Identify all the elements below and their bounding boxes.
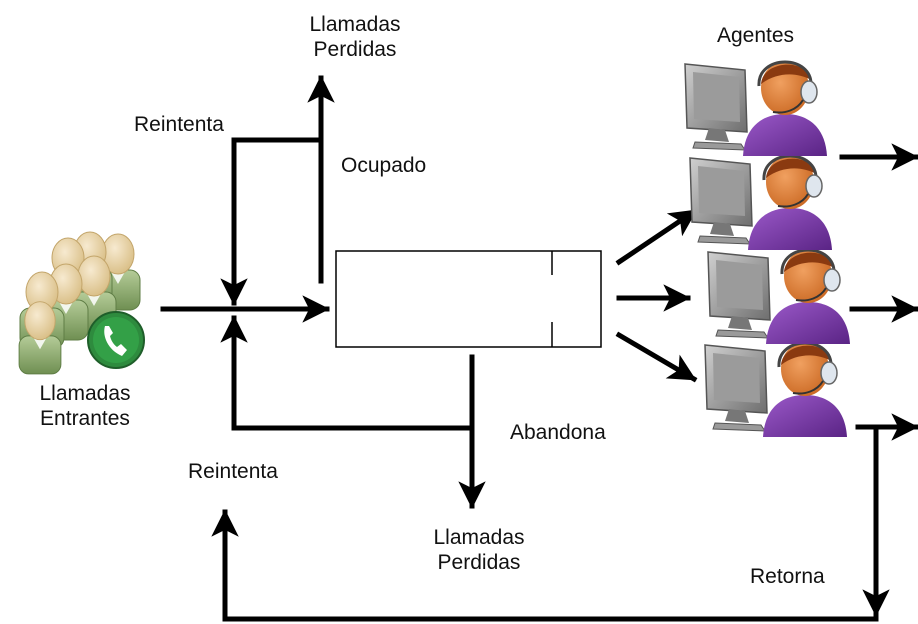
agent-3-icon	[706, 247, 852, 346]
abandon-label: Abandona	[510, 421, 606, 444]
lost-calls-top-line-2: Perdidas	[313, 38, 397, 61]
queue-to-agent-3-arrow	[615, 331, 698, 383]
lost-calls-bottom-line-2: Perdidas	[437, 551, 521, 574]
retry-top-label: Reintenta	[134, 113, 224, 136]
queue-to-agent-1-arrow	[615, 207, 699, 266]
agents-group-icon	[683, 59, 852, 439]
phone-icon	[87, 311, 145, 369]
incoming-calls-line-2: Entrantes	[40, 407, 130, 430]
flow-arrows	[160, 75, 918, 622]
lost-calls-top-line-1: Llamadas	[309, 13, 401, 36]
lost-calls-bottom-line-1: Llamadas	[433, 526, 525, 549]
incoming-calls-line-1: Llamadas	[39, 382, 131, 405]
lost-calls-bottom-label: Llamadas Perdidas	[420, 525, 538, 575]
busy-label: Ocupado	[341, 154, 427, 177]
abandon-loop-arrow	[220, 315, 475, 431]
lost-calls-top-label: Llamadas Perdidas	[300, 12, 410, 62]
returns-label: Retorna	[750, 565, 825, 588]
agents-label: Agentes	[717, 24, 795, 47]
incoming-calls-label: Llamadas Entrantes	[20, 381, 150, 431]
retry-bottom-label: Reintenta	[188, 460, 278, 483]
agent-1-icon	[683, 59, 829, 158]
queue-box	[335, 250, 602, 348]
agent-4-icon	[703, 340, 849, 439]
return-loop-arrow	[211, 509, 879, 622]
agent-2-icon	[688, 153, 834, 252]
retry-top-arrow	[220, 137, 324, 306]
